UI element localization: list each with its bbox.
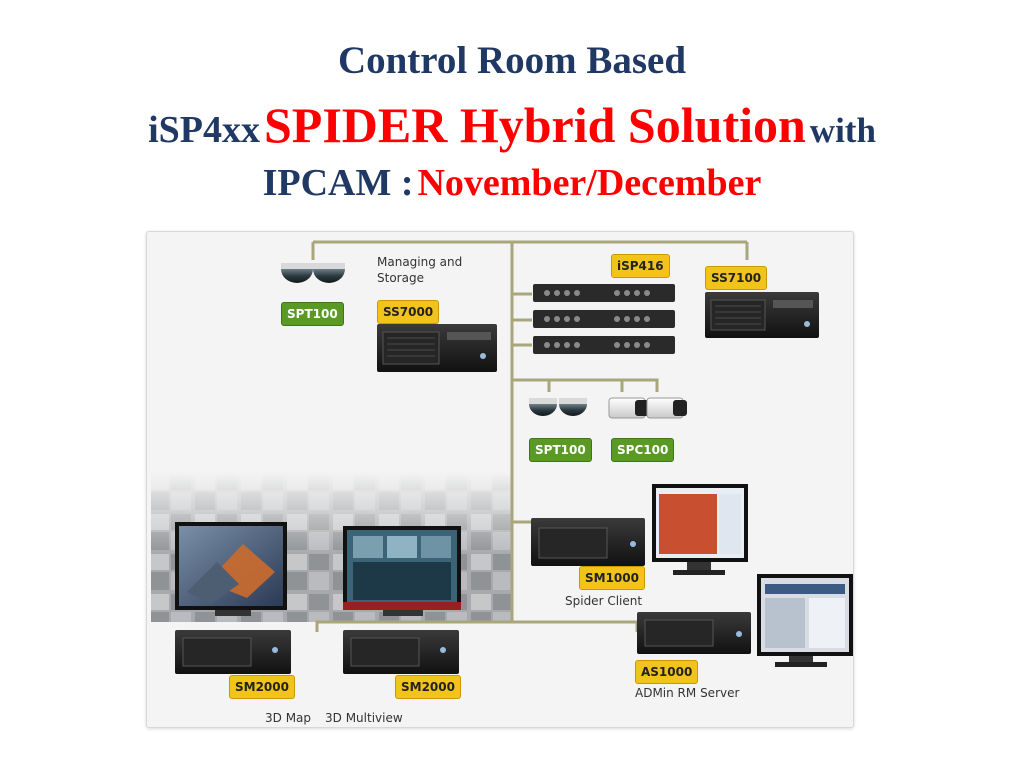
label-as1000: AS1000 [635, 660, 699, 684]
label-sm1000: SM1000 [579, 566, 645, 590]
diagram-graphics [151, 240, 853, 674]
dome-camera-pair-top [281, 263, 345, 283]
label-spt100-middle: SPT100 [529, 438, 592, 462]
3d-map-monitor [175, 522, 287, 616]
caption-3d-multiview: 3D Multiview [325, 711, 403, 725]
label-spt100-top: SPT100 [281, 302, 344, 326]
caption-3d-map: 3D Map [265, 711, 312, 725]
label-spc100: SPC100 [611, 438, 675, 462]
label-isp416: iSP416 [611, 254, 670, 278]
label-sm2000-left: SM2000 [229, 675, 295, 699]
title-solution: SPIDER Hybrid Solution [263, 97, 806, 153]
title-line-2: iSP4xx SPIDER Hybrid Solution with [0, 98, 1024, 165]
sm1000-client-pc [531, 518, 645, 566]
dome-camera-pair-middle [529, 398, 587, 416]
3d-multiview-monitor [343, 526, 461, 616]
title-product: iSP4xx [148, 109, 260, 151]
managing-caption-line1: Managing and [377, 255, 463, 269]
caption-admin-server: ADMin RM Server [635, 686, 740, 700]
caption-spider-client: Spider Client [565, 594, 643, 608]
network-diagram: Managing and Storage SPT100 SS7000 iSP41… [146, 231, 854, 728]
ss7100-server [705, 292, 819, 338]
sm2000-right-server [343, 630, 459, 674]
ss7000-server [377, 324, 497, 372]
connection-lines [311, 240, 749, 632]
as1000-monitor [757, 574, 853, 667]
title-period: November/December [417, 162, 762, 204]
label-sm2000-right: SM2000 [395, 675, 461, 699]
sm1000-monitor [652, 484, 748, 575]
managing-storage-caption: Managing and Storage [377, 254, 462, 286]
label-ss7000: SS7000 [377, 300, 440, 324]
as1000-server [637, 612, 751, 654]
title-ipcam: IPCAM : [262, 162, 414, 204]
title-line-1: Control Room Based [337, 39, 687, 82]
title-line-3: IPCAM : November/December [0, 160, 1024, 214]
title-with: with [809, 111, 876, 150]
sm2000-left-server [175, 630, 291, 674]
managing-caption-line2: Storage [377, 271, 424, 285]
label-ss7100: SS7100 [705, 266, 768, 290]
box-camera-pair [608, 397, 687, 419]
isp416-units [533, 284, 675, 354]
